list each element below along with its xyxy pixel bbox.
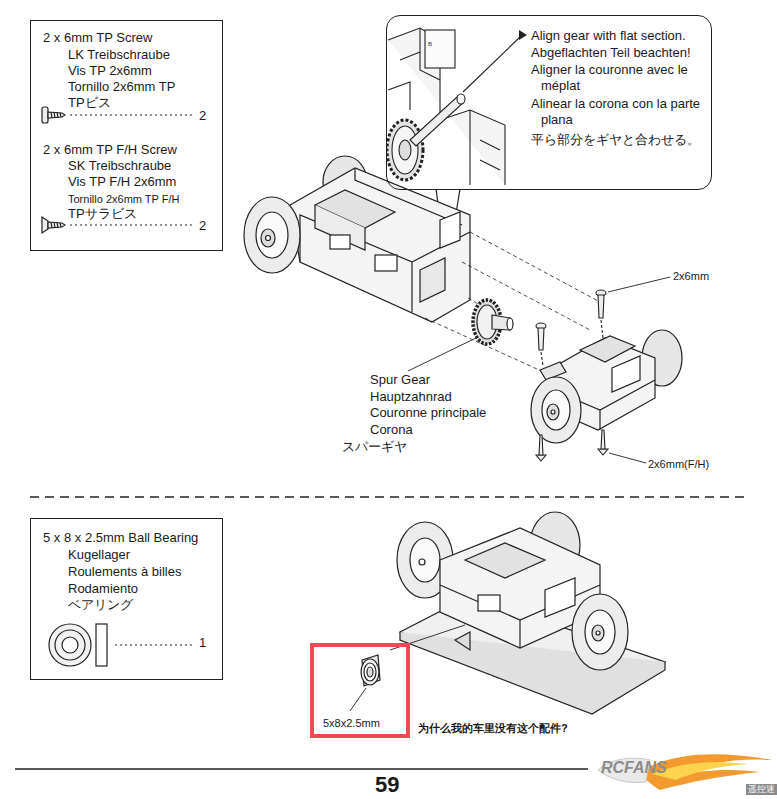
part-text: Abgeflachten Teil beachten! [531,45,691,61]
watermark: RCFANS [601,758,667,777]
svg-text:B: B [428,41,432,47]
part-text: Rodamiento [68,581,138,597]
part-text: 5 x 8 x 2.5mm Ball Bearing [43,530,198,546]
part-name: Spur Gear [370,372,430,388]
part-label: 2x6mm [673,270,709,283]
part-name: Couronne principale [370,405,486,421]
part-text: TPビス [68,95,111,111]
part-text: Aligner la couronne avec le méplat [531,62,703,94]
part-text: TPサラビス [68,206,137,222]
part-text: Tornillo 2x6mm TP [68,79,175,95]
part-text: Tornillo 2x6mm TP F/H [68,191,179,207]
part-text: 2 [199,108,206,124]
part-text: LK Treibschraube [68,47,170,63]
part-text: ベアリング [68,597,133,613]
part-text: 2 x 6mm TP Screw [43,30,152,46]
part-text: Vis TP 2x6mm [68,63,152,79]
part-text: 平ら部分をギヤと合わせる。 [531,132,700,148]
part-text: 2 x 6mm TP F/H Screw [43,142,177,158]
part-name: Hauptzahnrad [370,389,452,405]
question-note: 为什么我的车里没有这个配件? [418,722,568,735]
parts-box: 2 x 6mm TP ScrewLK TreibschraubeVis TP 2… [30,20,223,251]
watermark: 遥控迷 [746,784,777,795]
parts-box: 5 x 8 x 2.5mm Ball BearingKugellagerRoul… [30,518,223,680]
part-text: 2 [199,218,206,234]
part-name: Corona [370,422,413,438]
highlight-box: 5x8x2.5mm [310,643,410,738]
part-text: 1 [199,635,206,651]
part-text: Roulements à billes [68,564,181,580]
part-name: スパーギヤ [342,439,407,455]
part-text: Kugellager [68,547,130,563]
part-text: Vis TP F/H 2x6mm [68,174,176,190]
part-text: Align gear with flat section. [531,28,686,44]
part-text: Alinear la corona con la parte plana [531,96,703,128]
part-text: 5x8x2.5mm [323,715,380,731]
part-label: 2x6mm(F/H) [648,458,709,471]
callout-bubble: Align gear with flat section.Abgeflachte… [386,15,712,190]
part-text: SK Treibschraube [68,158,171,174]
page-number: 59 [375,772,399,798]
